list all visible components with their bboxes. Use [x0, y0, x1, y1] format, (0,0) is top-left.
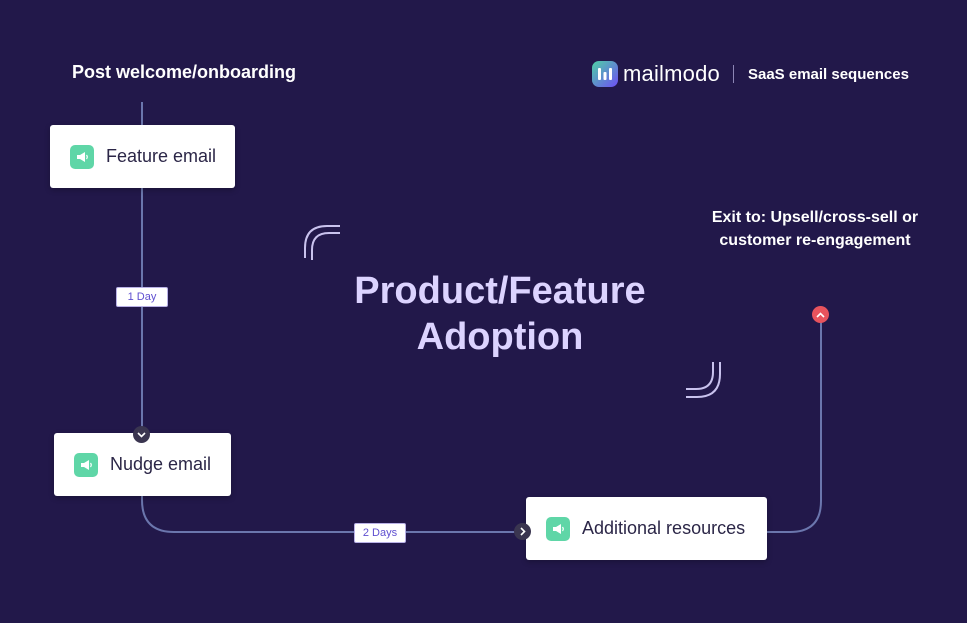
title-line-2: Adoption: [416, 316, 584, 358]
chevron-right-icon: [514, 523, 531, 540]
step-label: Feature email: [106, 146, 217, 166]
mailmodo-logo-icon: [592, 61, 618, 87]
connector-nudge-to-resources: [141, 496, 526, 533]
title-line-1: Product/Feature: [354, 270, 646, 312]
decor-bracket-top-left: [304, 225, 340, 258]
megaphone-icon: [546, 516, 570, 541]
connector-resources-to-exit: [767, 316, 822, 533]
step-label: Additional resources: [582, 518, 746, 538]
megaphone-icon: [70, 144, 94, 169]
delay-badge-2-days: 2 Days: [354, 523, 406, 543]
brand-divider: [732, 65, 734, 83]
brand-subtitle: SaaS email sequences: [747, 65, 909, 83]
decor-bracket-bottom-right: [686, 362, 721, 398]
sequence-title: Product/Feature Adoption: [300, 268, 700, 360]
step-card-feature-email: Feature email: [50, 125, 235, 188]
brand-name: mailmodo: [623, 61, 720, 86]
sequence-start-label: Post welcome/onboarding: [72, 62, 297, 82]
step-card-additional-resources: Additional resources: [526, 497, 767, 560]
step-card-nudge-email: Nudge email: [54, 433, 231, 496]
decor-bracket-top-left-inner: [311, 232, 340, 260]
step-label: Nudge email: [110, 454, 212, 474]
exit-label: Exit to: Upsell/cross-sell or customer r…: [711, 209, 919, 249]
chevron-down-icon: [133, 426, 150, 443]
delay-badge-1-day: 1 Day: [116, 287, 168, 307]
chevron-up-icon: [812, 306, 829, 323]
decor-bracket-bottom-right-inner: [686, 362, 714, 390]
megaphone-icon: [74, 452, 98, 477]
brand-header: mailmodo SaaS email sequences: [592, 60, 909, 88]
